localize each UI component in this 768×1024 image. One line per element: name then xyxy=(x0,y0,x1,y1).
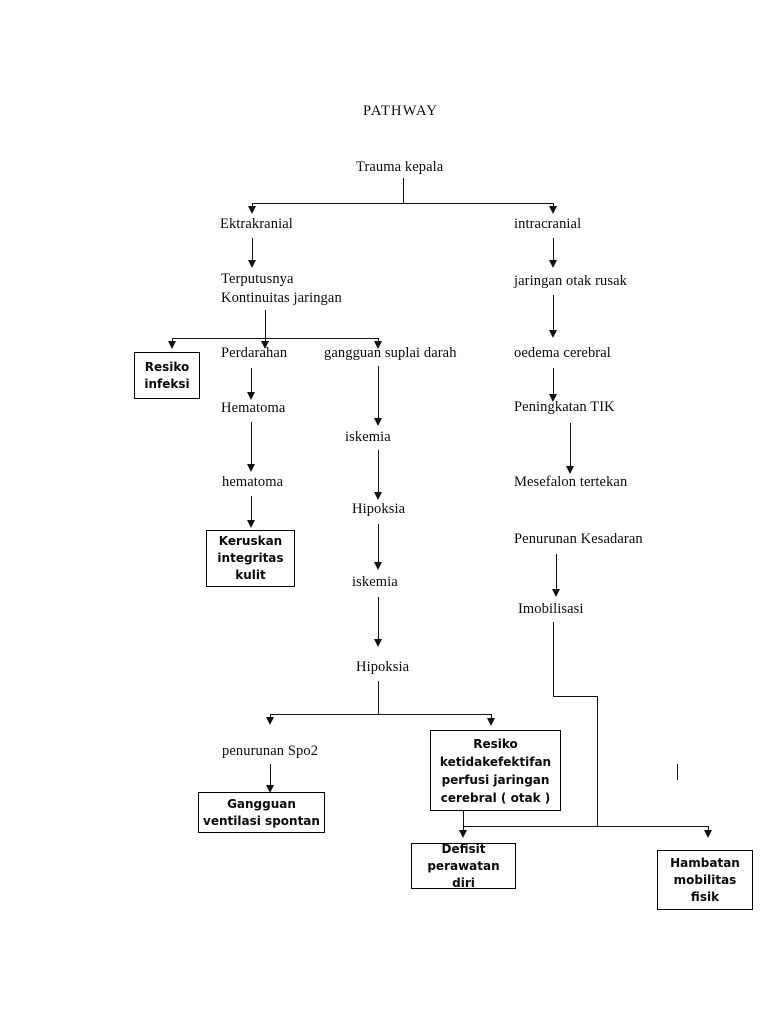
arrowhead-to-gangguan-ventilasi xyxy=(266,785,274,793)
connector-jaringan-down xyxy=(553,295,554,335)
connector-iskemia2-down xyxy=(378,597,379,645)
arrowhead-to-hipoksia-2 xyxy=(374,639,382,647)
box-resiko-infeksi: Resiko infeksi xyxy=(134,352,200,399)
page-title: PATHWAY xyxy=(363,103,439,119)
node-mesefalon-tertekan: Mesefalon tertekan xyxy=(514,474,628,490)
connector-hematoma-down xyxy=(251,422,252,470)
arrowhead-to-imobilisasi xyxy=(552,589,560,597)
arrowhead-to-perdarahan xyxy=(261,341,269,349)
node-oedema-cerebral: oedema cerebral xyxy=(514,345,611,361)
connector-kesadaran-down xyxy=(556,554,557,596)
connector-hipoksia1-down xyxy=(378,524,379,568)
node-hematoma-cap: Hematoma xyxy=(221,400,286,416)
connector-ektrakranial-down xyxy=(252,238,253,266)
connector-perdarahan-down xyxy=(251,368,252,398)
box-keruskan-integritas-kulit: Keruskan integritas kulit xyxy=(206,530,295,587)
connector-perfusi-down xyxy=(463,811,464,826)
node-trauma-kepala: Trauma kepala xyxy=(356,159,444,175)
node-peningkatan-tik: Peningkatan TIK xyxy=(514,399,615,415)
node-iskemia-2: iskemia xyxy=(352,574,398,590)
node-jaringan-otak-rusak: jaringan otak rusak xyxy=(514,273,628,289)
connector-hipoksia2-stem xyxy=(378,681,379,714)
connector-bottom-bar xyxy=(463,826,708,827)
arrowhead-to-hematoma-low xyxy=(247,464,255,472)
arrowhead-to-iskemia-1 xyxy=(374,418,382,426)
arrowhead-to-peningkatan-tik xyxy=(549,394,557,402)
connector-trauma-stem xyxy=(403,178,404,203)
arrowhead-to-jaringan-otak-rusak xyxy=(549,260,557,268)
arrowhead-to-terputusnya xyxy=(248,260,256,268)
node-hipoksia-2: Hipoksia xyxy=(356,659,410,675)
arrowhead-to-hematoma-cap xyxy=(247,392,255,400)
node-perdarahan: Perdarahan xyxy=(221,345,288,361)
connector-spo2-down xyxy=(270,764,271,790)
arrowhead-to-intracranial xyxy=(549,206,557,214)
box-gangguan-ventilasi-spontan: Gangguan ventilasi spontan xyxy=(198,792,325,833)
arrowhead-to-gangguan-suplai xyxy=(374,341,382,349)
text-caret-artifact xyxy=(677,764,678,780)
connector-kontinuitas-bar xyxy=(172,338,378,339)
node-imobilisasi: Imobilisasi xyxy=(518,601,584,617)
arrowhead-to-hipoksia-1 xyxy=(374,492,382,500)
node-hipoksia-1: Hipoksia xyxy=(352,501,406,517)
arrowhead-to-defisit-perawatan-diri xyxy=(459,830,467,838)
node-terputusnya: Terputusnya xyxy=(221,271,294,287)
box-hambatan-mobilitas-fisik: Hambatan mobilitas fisik xyxy=(657,850,753,910)
connector-gangguan-suplai-down xyxy=(378,366,379,424)
box-defisit-perawatan-diri: Defisit perawatan diri xyxy=(411,842,516,890)
arrowhead-to-keruskan-box xyxy=(247,520,255,528)
node-iskemia-1: iskemia xyxy=(345,429,391,445)
connector-imobilisasi-right xyxy=(553,696,598,697)
arrowhead-to-iskemia-2 xyxy=(374,562,382,570)
box-resiko-perfusi-jaringan-cerebral: Resiko ketidakefektifan perfusi jaringan… xyxy=(430,730,561,811)
arrowhead-to-ektrakranial xyxy=(248,206,256,214)
node-intracranial: intracranial xyxy=(514,216,582,232)
arrowhead-to-resiko-infeksi xyxy=(168,341,176,349)
connector-tik-down xyxy=(570,423,571,473)
node-penurunan-kesadaran: Penurunan Kesadaran xyxy=(514,531,643,547)
arrowhead-to-resiko-perfusi xyxy=(487,718,495,726)
node-ektrakranial: Ektrakranial xyxy=(220,216,293,232)
connector-trauma-bar xyxy=(252,203,553,204)
connector-hipoksia2-bar xyxy=(270,714,491,715)
connector-oedema-down xyxy=(553,368,554,400)
arrowhead-to-penurunan-spo2 xyxy=(266,717,274,725)
node-hematoma-low: hematoma xyxy=(222,474,284,490)
connector-intracranial-down xyxy=(553,238,554,266)
connector-imobilisasi-down xyxy=(553,622,554,696)
node-penurunan-spo2: penurunan Spo2 xyxy=(222,743,319,759)
connector-iskemia1-down xyxy=(378,450,379,498)
node-gangguan-suplai-darah: gangguan suplai darah xyxy=(324,345,457,361)
node-kontinuitas-jaringan: Kontinuitas jaringan xyxy=(221,290,342,306)
arrowhead-to-hambatan-mobilitas xyxy=(704,830,712,838)
arrowhead-to-mesefalon xyxy=(566,466,574,474)
connector-imobilisasi-down2 xyxy=(597,696,598,827)
connector-hematoma-low-down xyxy=(251,496,252,526)
arrowhead-to-oedema-cerebral xyxy=(549,330,557,338)
connector-kontinuitas-stem xyxy=(265,310,266,338)
